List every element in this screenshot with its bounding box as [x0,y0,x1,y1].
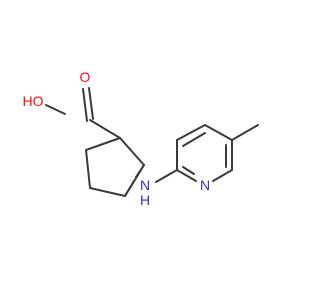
bond-py-n-c2-inner [182,166,195,175]
bond-c-o-double-b [82,88,88,122]
bond-c-oh [45,104,66,115]
molecule-structure: O HO N H N [23,69,259,208]
bond-py-n-c2 [176,169,197,182]
atom-label-amine-h: H [140,192,150,208]
bond-ring-c3-nh [124,180,135,197]
bond-methyl [231,124,259,141]
bond-ring-nh [135,164,145,178]
atom-labels: O HO N H N [23,69,211,208]
bond-ring-1-2 [119,137,145,166]
bond-py-c4-c5 [204,124,233,141]
bonds [45,87,259,197]
atom-label-pyridine-n: N [200,177,210,193]
bond-py-c3-c4-inner [182,132,206,147]
bond-ring-3-4 [89,187,126,197]
bond-py-c6-n [212,169,233,182]
atom-label-carbonyl-o: O [80,69,91,85]
bond-cooh-ring [89,119,121,139]
atom-label-hydroxyl: HO [23,93,44,109]
bond-py-c3-c4 [176,124,206,141]
atom-label-amine-n: N [140,177,150,193]
bond-ring-4-5 [85,149,91,189]
bond-nh-pyridine [155,169,178,183]
bond-ring-5-1 [85,137,121,151]
bond-c-o-double-a [88,87,94,120]
